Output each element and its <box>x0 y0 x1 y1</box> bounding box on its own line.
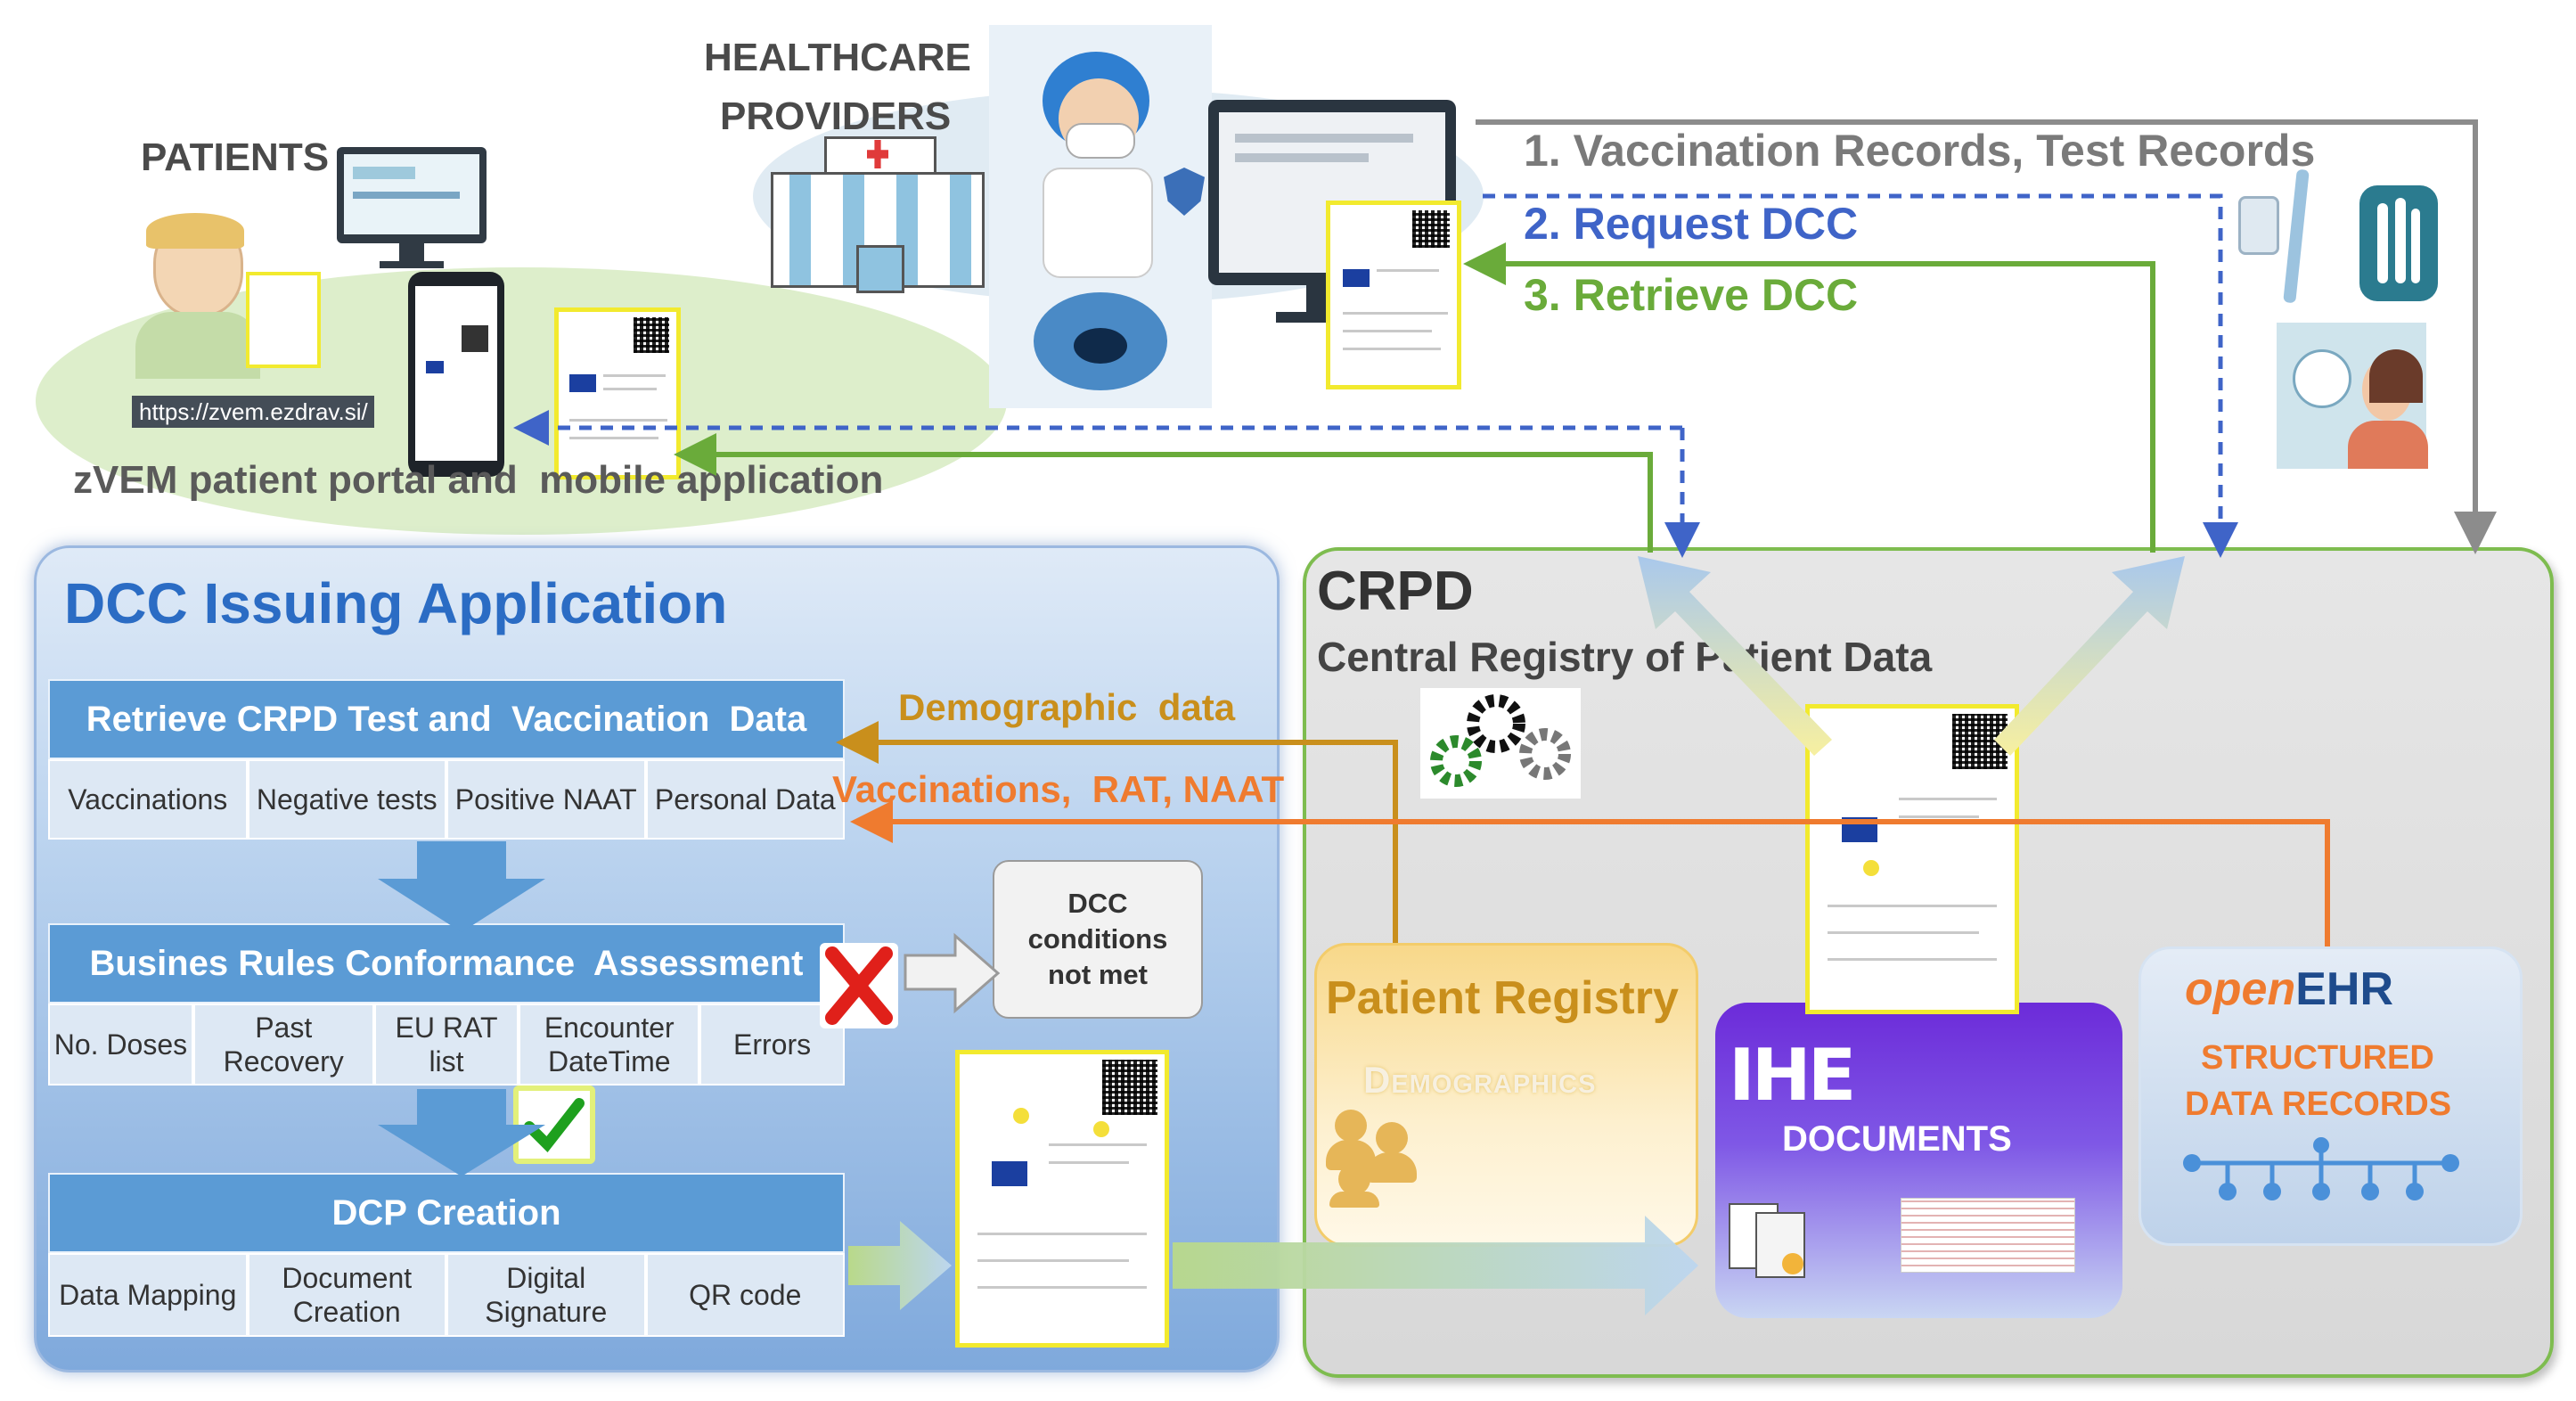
step3-header: DCP Creation <box>48 1173 845 1253</box>
portal-caption: zVEM patient portal and mobile applicati… <box>73 458 884 502</box>
flow-label-3: 3. Retrieve DCC <box>1524 270 1859 320</box>
openehr-sub-1: STRUCTURED <box>2201 1039 2434 1077</box>
patient-registry-box <box>1314 943 1698 1247</box>
ihe-sub: DOCUMENTS <box>1782 1119 2012 1159</box>
syringe-icon <box>2228 168 2361 312</box>
patient-registry-sub: Demographics <box>1363 1059 1597 1101</box>
crpd-certificate <box>1805 704 2019 1014</box>
dcc-panel-title: DCC Issuing Application <box>64 571 728 635</box>
patient-swab-icon <box>2277 323 2428 469</box>
provider-certificate <box>1326 201 1461 389</box>
portal-certificate <box>554 307 681 479</box>
step1-cell: Personal Data <box>645 759 845 840</box>
openehr-logo-a: open <box>2185 963 2296 1015</box>
step3-cell: Data Mapping <box>48 1253 248 1337</box>
patient-small-certificate <box>246 272 321 368</box>
portal-url-text: https://zvem.ezdrav.si/ <box>139 398 368 425</box>
patient-registry-title: Patient Registry <box>1326 972 1679 1024</box>
flow-label-1: 1. Vaccination Records, Test Records <box>1524 126 2316 176</box>
openehr-sub-2: DATA RECORDS <box>2185 1086 2452 1123</box>
hospital-icon <box>771 129 985 293</box>
step1-title: Retrieve CRPD Test and Vaccination Data <box>86 699 807 739</box>
step2-title: Busines Rules Conformance Assessment <box>89 943 804 983</box>
healthcare-label-line2: PROVIDERS <box>720 94 952 138</box>
test-tube-icon <box>2359 185 2438 301</box>
openehr-box <box>2138 946 2523 1246</box>
people-icon <box>1326 1110 1424 1208</box>
healthcare-label-line1: HEALTHCARE <box>704 36 971 79</box>
note-line: not met <box>1048 959 1148 991</box>
issued-certificate <box>955 1050 1169 1348</box>
openehr-logo-b: EHR <box>2295 963 2394 1015</box>
step3-cell: Digital Signature <box>446 1253 646 1337</box>
step2-cell: Past Recovery <box>192 1004 374 1086</box>
step3-cells: Data Mapping Document Creation Digital S… <box>48 1253 845 1337</box>
tree-icon <box>2174 1136 2468 1208</box>
gears-icon <box>1420 688 1581 799</box>
documents-icon <box>1729 1194 1809 1280</box>
x-icon <box>820 943 898 1028</box>
step3-title: DCP Creation <box>331 1192 561 1233</box>
dcc-conditions-note: DCC conditions not met <box>993 860 1203 1019</box>
step2-header: Busines Rules Conformance Assessment <box>48 923 845 1004</box>
step1-cells: Vaccinations Negative tests Positive NAA… <box>48 759 845 840</box>
vaccinations-flow-label: Vaccinations, RAT, NAAT <box>832 768 1285 810</box>
openehr-logo: openEHR <box>2185 963 2393 1016</box>
patients-label: PATIENTS <box>141 135 330 179</box>
mobile-phone <box>408 272 504 477</box>
note-line: DCC <box>1067 887 1128 919</box>
crpd-title: CRPD <box>1317 561 1474 622</box>
step2-cell: EU RAT list <box>373 1004 519 1086</box>
step1-cell: Positive NAAT <box>446 759 646 840</box>
step1-header: Retrieve CRPD Test and Vaccination Data <box>48 679 845 759</box>
step3-cell: Document Creation <box>247 1253 446 1337</box>
step2-cell: No. Doses <box>48 1004 193 1086</box>
flow-label-2: 2. Request DCC <box>1524 199 1859 249</box>
step2-cells: No. Doses Past Recovery EU RAT list Enco… <box>48 1004 845 1086</box>
doctor-icon <box>989 25 1212 408</box>
portal-url[interactable]: https://zvem.ezdrav.si/ <box>132 396 374 428</box>
step1-cell: Negative tests <box>247 759 446 840</box>
crpd-subtitle: Central Registry of Patient Data <box>1317 634 1933 680</box>
step1-cell: Vaccinations <box>48 759 248 840</box>
step3-cell: QR code <box>645 1253 845 1337</box>
demographic-flow-label: Demographic data <box>898 686 1236 728</box>
step2-cell: Encounter DateTime <box>519 1004 700 1086</box>
xml-snippet <box>1901 1198 2075 1273</box>
patient-avatar <box>135 213 269 379</box>
note-line: conditions <box>1027 922 1168 954</box>
desktop-monitor <box>337 147 487 272</box>
ihe-logo: IHE <box>1729 1034 1856 1117</box>
